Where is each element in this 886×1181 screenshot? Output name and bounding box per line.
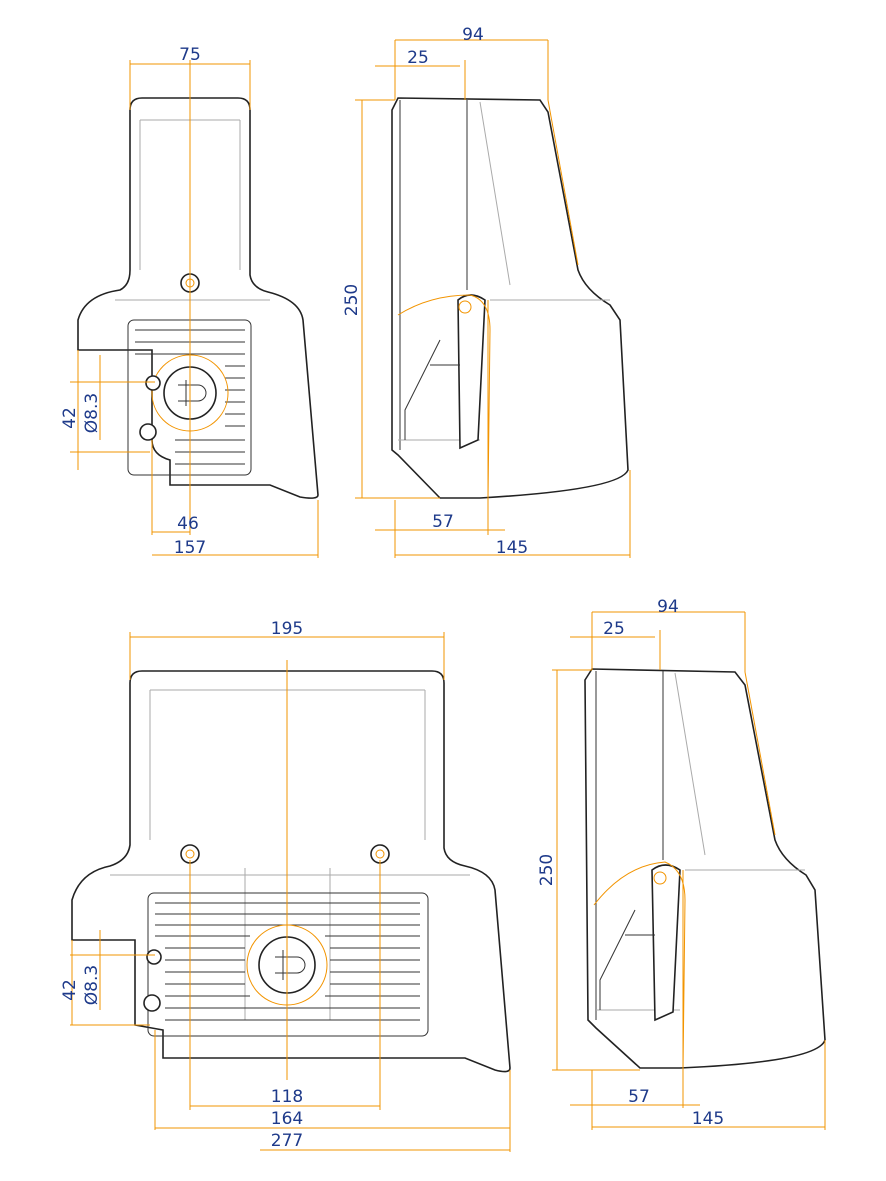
width-75-label: 75 — [179, 45, 201, 65]
outlet-offset-label: 46 — [177, 514, 199, 534]
total-depth-145-label: 145 — [692, 1109, 724, 1129]
depth-94-label: 94 — [657, 597, 679, 617]
front-depth-25-label: 25 — [603, 619, 625, 639]
depth-157-label: 157 — [174, 538, 206, 558]
hole-spacing-label: 42 — [60, 407, 80, 429]
height-250-label: 250 — [342, 284, 362, 316]
front-view-wide: 195 42 Ø8.3 118 164 277 — [60, 619, 511, 1152]
lever-offset-57-label: 57 — [628, 1087, 650, 1107]
width-195-label: 195 — [271, 619, 303, 639]
total-width-277-label: 277 — [271, 1131, 303, 1151]
hole-diameter-label: Ø8.3 — [82, 393, 102, 433]
side-view-top: 94 25 250 57 145 — [342, 25, 631, 558]
panel-width-164-label: 164 — [271, 1109, 303, 1129]
hole-diameter-label: Ø8.3 — [82, 965, 102, 1005]
lever-offset-57-label: 57 — [432, 512, 454, 532]
depth-94-label: 94 — [462, 25, 484, 45]
total-depth-145-label: 145 — [496, 538, 528, 558]
screw-spacing-118-label: 118 — [271, 1087, 303, 1107]
front-view-narrow: 75 42 Ø8.3 46 157 — [60, 45, 319, 558]
front-depth-25-label: 25 — [407, 48, 429, 68]
height-250-label: 250 — [537, 854, 557, 886]
hole-spacing-label: 42 — [60, 979, 80, 1001]
side-view-bottom: 94 25 250 57 145 — [537, 597, 826, 1130]
